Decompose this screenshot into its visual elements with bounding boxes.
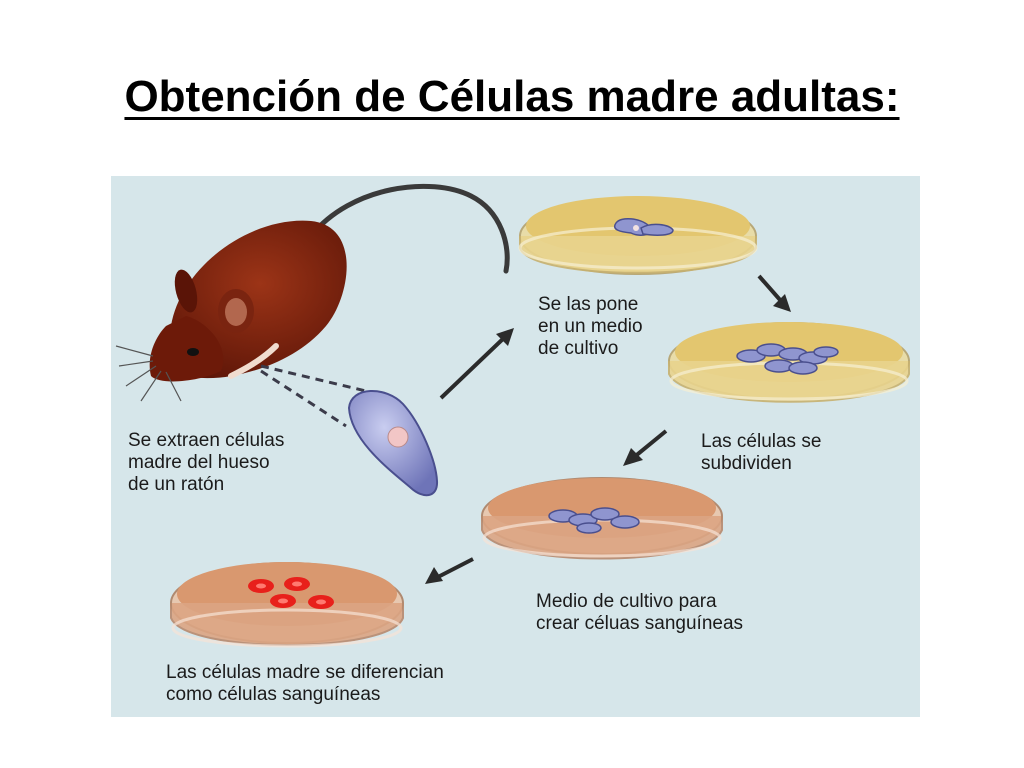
petri-dish-3 bbox=[481, 477, 723, 560]
petri-dish-4 bbox=[170, 562, 404, 648]
extraction-line bbox=[260, 369, 347, 428]
extraction-line bbox=[260, 364, 367, 393]
label-blood-medium: Medio de cultivo para crear céluas sangu… bbox=[536, 591, 744, 634]
label-extract: Se extraen células madre del hueso de un… bbox=[128, 430, 285, 495]
arrow-icon bbox=[757, 274, 791, 312]
label-divide: Las células se subdividen bbox=[701, 431, 822, 474]
mouse-icon bbox=[115, 220, 347, 402]
petri-dish-1 bbox=[518, 196, 758, 275]
arrow-icon bbox=[623, 429, 668, 466]
stem-cell-diagram: Se extraen células madre del hueso de un… bbox=[111, 176, 920, 717]
slide-title: Obtención de Células madre adultas: bbox=[124, 72, 900, 121]
petri-dish-2 bbox=[668, 322, 910, 403]
arrow-icon bbox=[425, 557, 474, 584]
arrow-icon bbox=[439, 328, 514, 400]
stem-cell-icon bbox=[347, 390, 439, 497]
mouse-tail bbox=[308, 183, 510, 274]
diagram-illustration bbox=[115, 183, 910, 648]
label-culture: Se las pone en un medio de cultivo bbox=[538, 294, 643, 359]
label-differentiate: Las células madre se diferencian como cé… bbox=[166, 662, 444, 705]
